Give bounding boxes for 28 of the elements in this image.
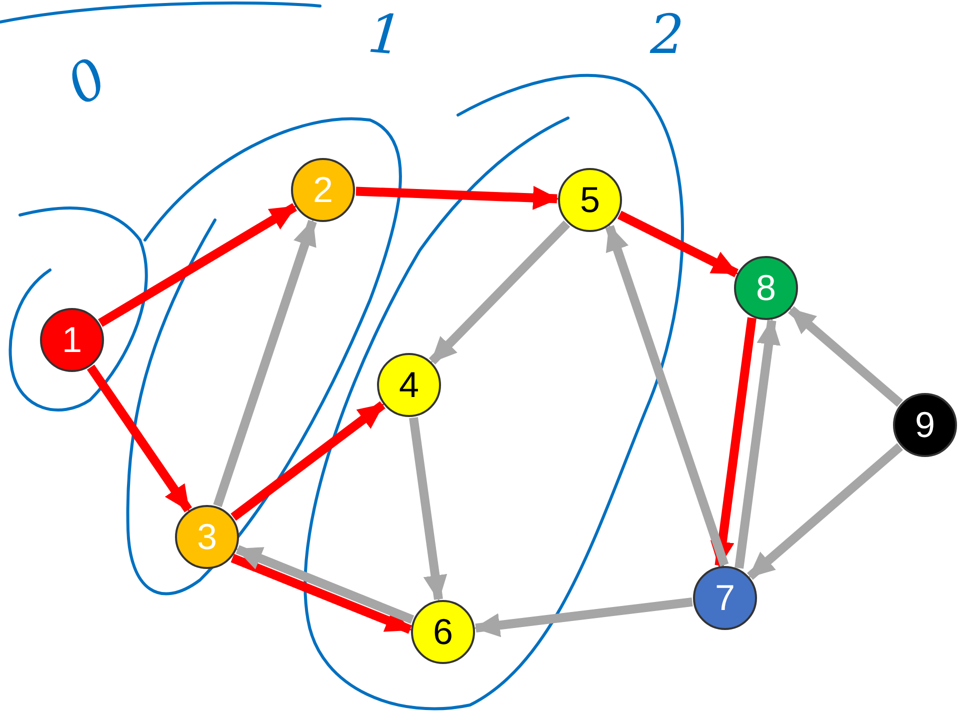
arrow bbox=[356, 186, 560, 210]
graph-vertex: 5 bbox=[558, 168, 622, 232]
graph-vertex: 8 bbox=[734, 256, 798, 320]
arrow bbox=[747, 443, 903, 580]
arrow bbox=[230, 401, 386, 521]
arrow bbox=[618, 210, 738, 278]
arrow bbox=[734, 318, 781, 569]
arrow bbox=[710, 317, 756, 568]
graph-vertex: 6 bbox=[411, 600, 475, 664]
graph-vertex: 9 bbox=[893, 393, 957, 457]
arrow bbox=[788, 306, 903, 407]
graph-vertex: 7 bbox=[693, 566, 757, 630]
handwritten-number: 2 bbox=[650, 8, 684, 62]
arrow bbox=[236, 545, 414, 624]
graph-vertex: 2 bbox=[291, 158, 355, 222]
graph-vertex: 3 bbox=[175, 505, 239, 569]
handwritten-number: 1 bbox=[366, 6, 405, 64]
handwritten-number: 0 bbox=[58, 50, 116, 114]
graph-vertex: 1 bbox=[40, 308, 104, 372]
arrow bbox=[409, 417, 448, 602]
graph-vertex: 4 bbox=[377, 353, 441, 417]
arrow bbox=[605, 224, 729, 566]
arrow bbox=[213, 219, 317, 508]
arrow bbox=[86, 364, 192, 512]
arrow bbox=[230, 554, 412, 634]
arrow bbox=[428, 220, 570, 365]
arrow bbox=[474, 597, 693, 638]
arrow bbox=[98, 203, 297, 327]
